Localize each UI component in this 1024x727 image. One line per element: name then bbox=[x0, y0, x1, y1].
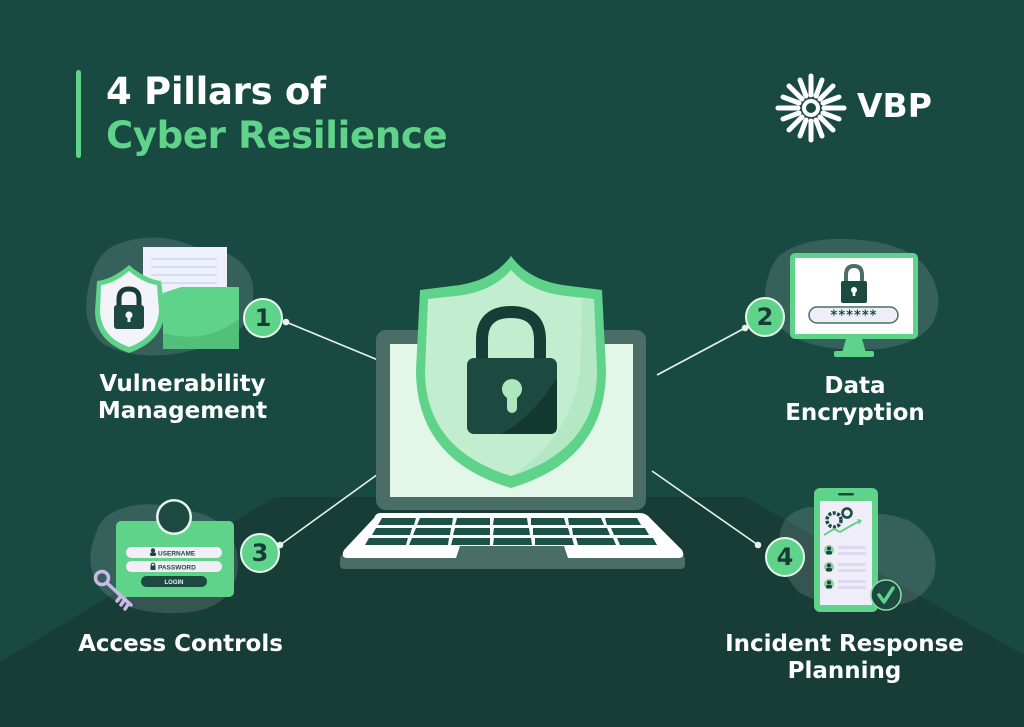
login-button: LOGIN bbox=[165, 580, 184, 586]
pillar-1-label-line-1: Vulnerability bbox=[99, 371, 266, 397]
pillar-3-label: Access Controls bbox=[68, 631, 293, 658]
pillar-4-label: Incident Response Planning bbox=[712, 631, 977, 685]
pillar-1-label: Vulnerability Management bbox=[70, 371, 295, 425]
title-accent-bar bbox=[76, 70, 81, 158]
pillar-2-label-line-1: Data bbox=[824, 373, 886, 399]
phone-checklist-icon bbox=[779, 488, 936, 612]
pillar-2-number-badge: 2 bbox=[745, 297, 785, 337]
username-field: USERNAME bbox=[158, 551, 196, 558]
pillar-2-label-line-2: Encryption bbox=[785, 400, 925, 426]
pillar-2-label: Data Encryption bbox=[760, 373, 950, 427]
pillar-3-label-line-1: Access Controls bbox=[78, 631, 283, 657]
starburst-icon bbox=[775, 73, 847, 143]
title-line-1: 4 Pillars of bbox=[106, 70, 326, 113]
page-title: 4 Pillars of Cyber Resilience bbox=[106, 70, 448, 158]
vbp-logo: VBP bbox=[774, 72, 934, 144]
pillar-1-number-badge: 1 bbox=[243, 298, 283, 338]
title-line-2: Cyber Resilience bbox=[106, 114, 448, 157]
monitor-password-icon: ****** bbox=[765, 238, 939, 357]
logo-text: VBP bbox=[857, 86, 932, 125]
password-field-value: ****** bbox=[830, 309, 877, 324]
pillar-4-label-line-2: Planning bbox=[787, 658, 902, 684]
password-field: PASSWORD bbox=[158, 565, 196, 572]
pillar-4-number-badge: 4 bbox=[765, 537, 805, 577]
laptop-shield-lock-icon bbox=[340, 256, 685, 569]
check-circle-icon bbox=[870, 579, 902, 611]
shield-folder-icon bbox=[86, 237, 254, 356]
key-icon bbox=[93, 569, 133, 611]
pillar-3-number-badge: 3 bbox=[240, 533, 280, 573]
pillar-4-label-line-1: Incident Response bbox=[725, 631, 964, 657]
login-card-icon: USERNAME PASSWORD LOGIN bbox=[90, 499, 238, 614]
pillar-1-label-line-2: Management bbox=[97, 398, 268, 424]
